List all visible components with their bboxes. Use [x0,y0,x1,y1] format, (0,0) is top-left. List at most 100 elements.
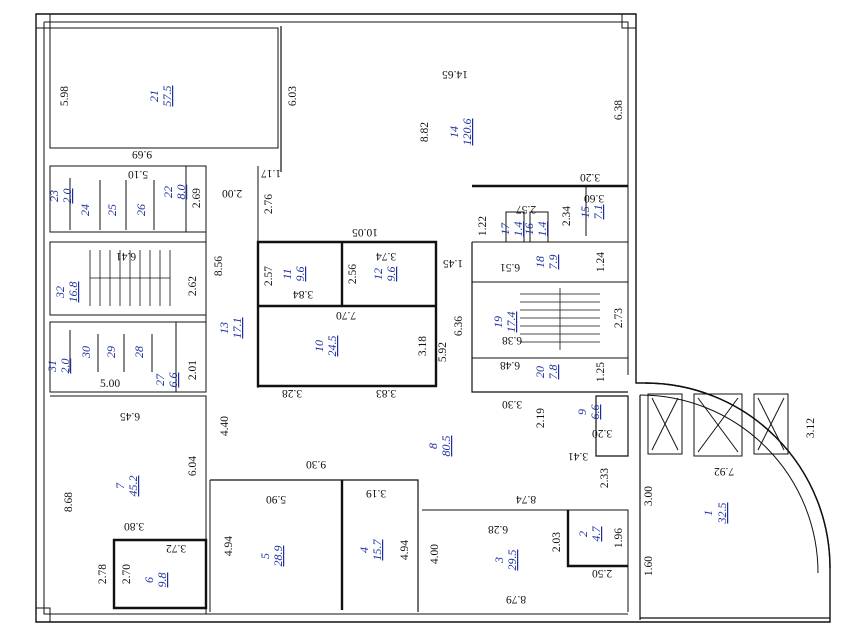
room-number: 32 [53,286,67,299]
walls [35,13,831,623]
room-area: 24.5 [325,336,339,357]
dimension-label: 8.82 [419,122,431,142]
dimension-label: 5.92 [437,342,449,362]
room-number: 4 [357,547,371,553]
dimension-label: 9.69 [132,148,152,160]
dimension-label: 2.34 [561,206,573,226]
dimension-label: 6.36 [453,316,465,336]
dimension-label: 4.94 [399,540,411,560]
dimension-label: 7.70 [336,309,356,321]
room-number: 11 [280,268,294,279]
dimension-label: 8.68 [63,492,75,512]
room-number: 6 [142,577,156,583]
dimension-label: 8.56 [213,256,225,276]
dimension-label: 6.38 [502,334,522,346]
room-number: 31 [45,360,59,373]
room-area: 29.5 [505,550,519,571]
dimension-label: 2.70 [121,564,133,584]
dimension-label: 3.28 [282,387,302,399]
dimension-label: 2.33 [599,468,611,488]
room-number: 22 [161,186,175,198]
room-number: 14 [447,126,461,138]
stair-19 [520,288,600,350]
dimension-label: 6.48 [500,359,520,371]
dimension-label: 2.50 [592,567,612,579]
room-number: 24 [78,204,92,216]
dimension-label: 5.98 [59,86,71,106]
room-number: 17 [498,222,512,235]
room-number: 15 [578,206,592,218]
room-number: 9 [575,409,589,415]
dimension-label: 7.92 [714,465,734,477]
dimension-label: 1.17 [261,167,281,179]
room-area: 28.9 [271,546,285,567]
dimension-label: 1.25 [595,362,607,382]
dimension-label: 1.22 [477,216,489,236]
dimension-label: 8.74 [516,493,536,505]
dimension-label: 4.94 [223,536,235,556]
elevator-shafts [647,393,789,457]
room-number: 8 [426,443,440,449]
dimension-label: 3.19 [366,487,386,499]
dimension-label: 2.62 [187,276,199,296]
dimension-label: 3.72 [166,542,186,554]
room-number: 23 [47,190,61,202]
dimension-label: 1.60 [643,556,655,576]
room-number: 30 [79,346,93,359]
room-area: 8.0 [174,185,188,200]
room-area: 17.1 [230,318,244,339]
dimension-label: 5.10 [128,168,148,180]
stair-32 [89,250,171,306]
room-area: 6.6 [166,373,180,388]
dimension-label: 6.41 [116,250,136,262]
room-number: 2 [576,531,590,537]
dimension-label: 1.45 [443,257,463,269]
room-number: 12 [371,268,385,280]
room-number: 27 [153,373,167,386]
room-area: 6.6 [588,405,602,420]
dimension-label: 3.12 [805,418,817,438]
room-area: 16.8 [66,282,80,303]
dimension-label: 8.79 [506,593,526,605]
room-number: 18 [533,256,547,268]
room-area: 45.2 [126,476,140,497]
dimension-label: 1.96 [613,528,625,548]
dimension-label: 3.00 [643,486,655,506]
dimension-label: 3.84 [293,288,313,300]
dimension-label: 2.69 [191,188,203,208]
dimension-label: 3.80 [124,520,144,532]
dimension-label: 2.01 [187,360,199,380]
room-area: 1.4 [535,222,549,237]
dimension-label: 2.03 [551,532,563,552]
room-area: 1.4 [511,222,525,237]
room-number: 10 [312,340,326,352]
room-number: 20 [533,366,547,378]
room-number: 5 [258,553,272,559]
dimension-label: 5.00 [100,378,120,390]
dimension-label: 6.03 [287,86,299,106]
room-area: 57.5 [160,86,174,107]
dimension-label: 2.78 [97,564,109,584]
room-area: 4.7 [589,526,603,542]
room-area: 17.4 [504,312,518,333]
dimension-label: 6.38 [613,100,625,120]
room-area: 2.0 [60,189,74,204]
dimension-label: 3.83 [376,387,396,399]
room-area: 9.8 [155,573,169,588]
room-number: 29 [104,346,118,358]
room-area: 120.6 [460,119,474,146]
room-number: 16 [522,223,536,235]
dimension-label: 2.73 [613,308,625,328]
dimension-label: 4.40 [219,416,231,436]
room-number: 19 [491,316,505,328]
room-area: 7.8 [546,365,560,380]
dimension-label: 10.05 [352,226,378,238]
dimension-label: 3.60 [584,192,604,204]
room-area: 7.9 [546,255,560,270]
dimension-label: 3.20 [580,171,600,183]
room-number: 28 [132,346,146,358]
dimension-label: 6.28 [488,523,508,535]
room-number: 21 [147,90,161,102]
dimension-label: 6.51 [500,261,520,273]
